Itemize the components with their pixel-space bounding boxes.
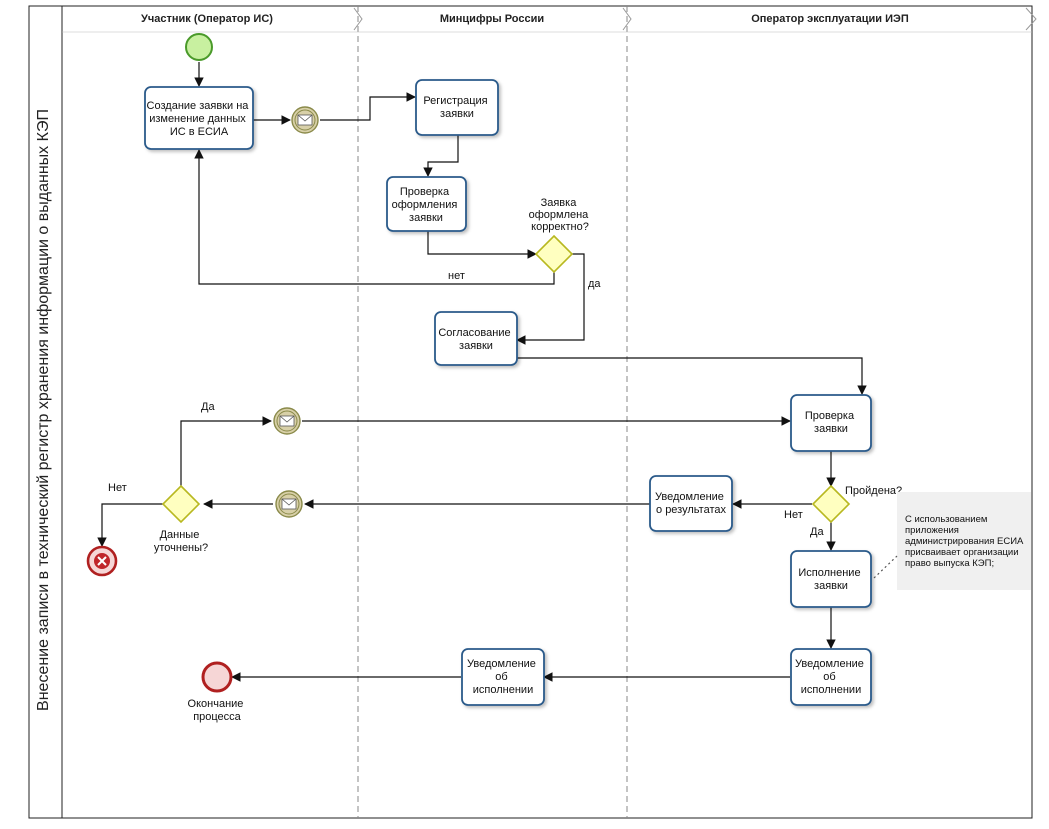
task-results-notice: Уведомление о результатах [649,475,733,532]
gateway-passed: Пройдена? [811,484,902,524]
gateway-correct: Заявка оформлена корректно? [529,197,592,274]
flow-gateway-no-back [194,149,555,285]
end-event: Окончание процесса [188,661,247,723]
envelope-icon [279,415,295,427]
task-create-request: Создание заявки на изменение данных ИС в… [144,86,254,150]
message-event-create [291,106,319,134]
pool-title: Внесение записи в технический регистр хр… [35,109,52,711]
lane-title-operator: Оператор эксплуатации ИЭП [751,13,909,25]
start-event [185,33,213,61]
svg-text:Уведомление об исп: Уведомление об исполнении [467,658,539,696]
svg-text:Проверка оформления: Проверка оформления заявки [392,186,461,224]
task-registration: Регистрация заявки [415,79,499,136]
envelope-icon [297,114,313,126]
flow-clarified-yes [180,416,272,486]
svg-text:Заявка оформлена к: Заявка оформлена корректно? [529,197,592,233]
svg-text:Окончание процесса: Окончание процесса [188,698,247,723]
annotation: С использованием приложения администриро… [873,492,1031,590]
svg-text:Уведомление об исп: Уведомление об исполнении [795,658,867,696]
flow-label-no: нет [448,270,465,282]
flow-label-yes-clarified: Да [201,401,215,413]
svg-text:Регистрация заявки: Регистрация заявки [423,95,490,120]
gateway-clarified: Данные уточнены? [154,484,208,554]
envelope-icon [281,498,297,510]
flow-approval-to-check-request [517,357,867,395]
flow-gateway-yes-approval [516,253,585,345]
svg-text:С использованием приложе: С использованием приложения администриро… [905,514,1026,569]
error-end-event [86,545,118,577]
svg-text:Пройдена?: Пройдена? [845,485,902,497]
lane-title-ministry: Минцифры России [440,13,544,25]
task-exec-notice-ministry: Уведомление об исполнении [461,648,545,706]
svg-text:Исполнение заявки: Исполнение заявки [798,567,863,592]
flow-label-yes: да [588,278,601,290]
lane-title-participant: Участник (Оператор ИС) [141,13,273,25]
flow-check-to-gateway [427,231,537,259]
flow-label-no-clarified: Нет [108,482,127,494]
task-check-format: Проверка оформления заявки [386,176,467,232]
svg-text:Проверка заявки: Проверка заявки [805,410,857,435]
task-execution: Исполнение заявки [790,550,872,608]
svg-text:Данные уточнены?: Данные уточнены? [154,529,208,554]
message-event-results [275,490,303,518]
flow-message-to-registration [320,92,416,121]
sequence-flows [97,62,867,682]
message-event-clarified-yes [273,407,301,435]
svg-text:Создание заявки на измен: Создание заявки на изменение данных ИС в… [147,100,252,138]
task-exec-notice-operator: Уведомление об исполнении [790,648,872,706]
flow-label-yes-passed: Да [810,526,824,538]
flow-label-no-passed: Нет [784,509,803,521]
svg-text:Уведомление о результата: Уведомление о результатах [655,491,727,516]
flow-registration-to-check [423,135,459,177]
task-check-request: Проверка заявки [790,394,872,452]
flow-clarified-no [97,503,163,547]
svg-text:Согласование заявки: Согласование заявки [438,327,513,352]
task-approval: Согласование заявки [434,311,518,366]
lane-separators [62,6,1037,818]
